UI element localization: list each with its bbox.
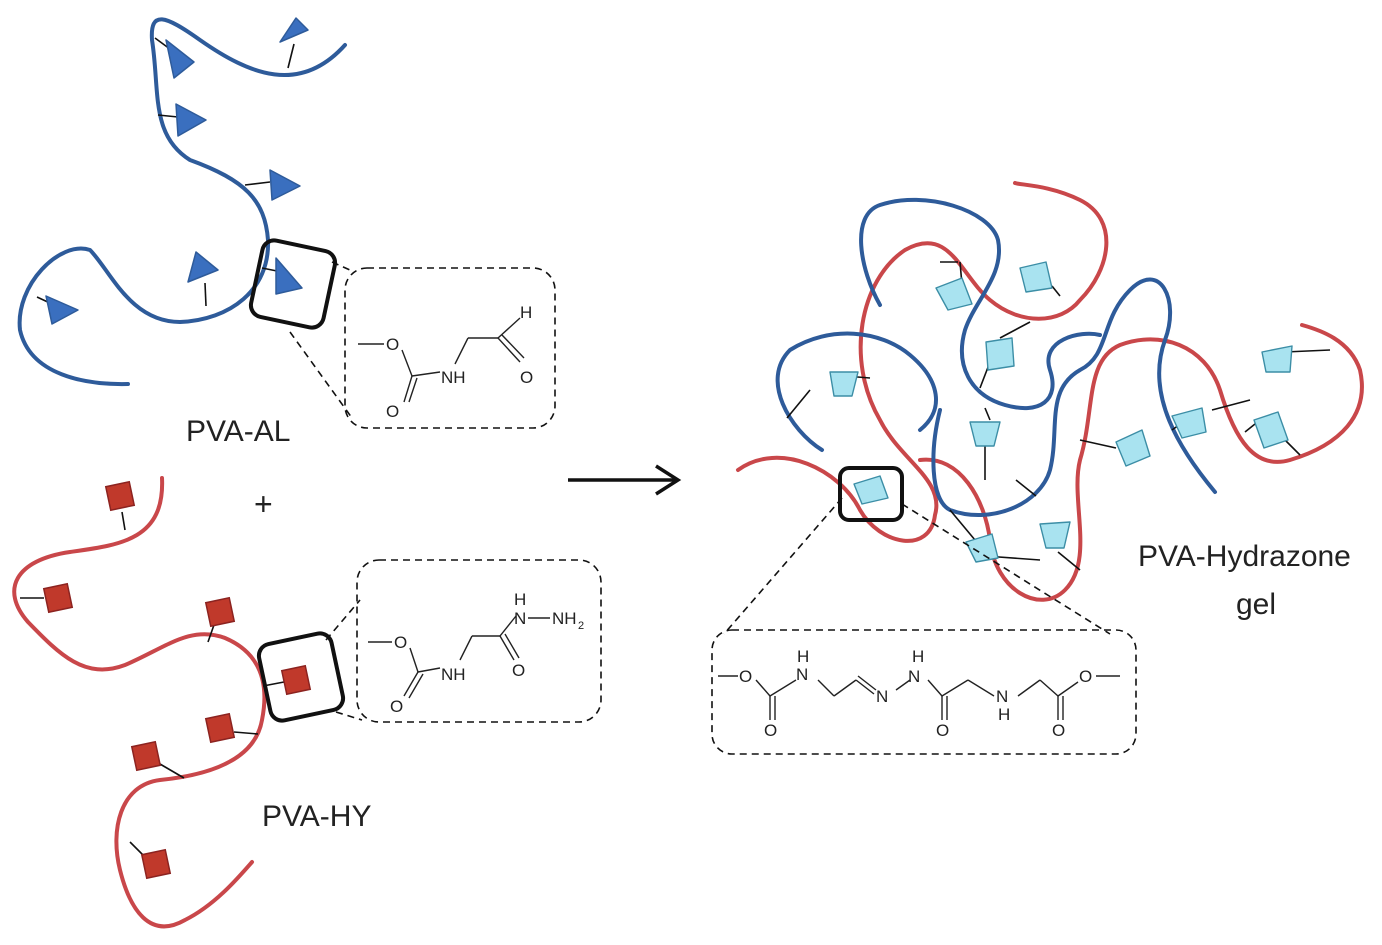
aldehyde-nh: NH <box>441 368 466 387</box>
pva-hy-label: PVA-HY <box>262 800 372 833</box>
pva-hy-polymer <box>12 476 346 929</box>
aldehyde-marker <box>275 257 303 295</box>
aldehyde-marker <box>45 295 79 325</box>
hydrazide-marker <box>104 480 136 512</box>
hydrazone-marker <box>853 475 889 505</box>
hydrazone-n3: N <box>908 667 920 686</box>
hydrazone-o4: O <box>1052 721 1065 740</box>
hydrazide-o1: O <box>394 633 407 652</box>
hydrazone-marker <box>965 533 999 563</box>
hydrazide-nh2: NH <box>552 609 577 628</box>
hydrazone-marker <box>935 277 973 311</box>
hydrazone-marker <box>1115 429 1151 467</box>
aldehyde-o1: O <box>386 335 399 354</box>
hydrazone-marker <box>1019 261 1053 293</box>
hydrazide-marker <box>280 664 312 696</box>
hydrazone-marker <box>1253 411 1289 449</box>
aldehyde-marker <box>269 169 301 201</box>
pva-al-chain <box>17 17 347 387</box>
hydrazide-marker <box>42 582 74 614</box>
hydrazone-structure-box <box>711 629 1137 755</box>
hydrazide-structure-box <box>356 559 602 723</box>
hydrazide-structure <box>368 615 550 699</box>
aldehyde-marker <box>175 103 207 137</box>
hydrazone-marker <box>969 421 1001 447</box>
hydrazide-zoom-box <box>256 631 346 723</box>
hydrazone-o5: O <box>1079 667 1092 686</box>
hydrazide-n: N <box>514 609 526 628</box>
hydrazone-o2: O <box>764 721 777 740</box>
aldehyde-o3: O <box>520 368 533 387</box>
hydrazone-n2: N <box>876 687 888 706</box>
hydrazide-nh2-sub: 2 <box>578 620 584 632</box>
hydrazone-o1: O <box>739 667 752 686</box>
hydrazide-o2: O <box>390 697 403 716</box>
aldehyde-marker <box>187 251 219 283</box>
hydrazone-marker <box>1261 345 1293 373</box>
hydrazide-marker <box>204 596 236 628</box>
hydrazide-o3: O <box>512 661 525 680</box>
hydrazone-h3: H <box>998 705 1010 724</box>
hydrazide-marker <box>130 740 162 772</box>
aldehyde-h: H <box>520 303 532 322</box>
aldehyde-structure-box <box>344 267 556 429</box>
aldehyde-o2: O <box>386 402 399 421</box>
hydrazide-marker <box>204 712 236 744</box>
hydrazone-o3: O <box>936 721 949 740</box>
hydrazone-zoom-box <box>838 466 904 522</box>
aldehyde-marker <box>279 17 309 43</box>
hydrazone-n1: N <box>796 665 808 684</box>
hydrazide-h: H <box>514 590 526 609</box>
plus-sign: + <box>254 486 273 522</box>
hydrazone-marker <box>829 371 859 397</box>
hydrazone-marker <box>1171 407 1207 439</box>
hydrazone-marker <box>985 337 1015 371</box>
hydrazone-structure <box>718 675 1120 720</box>
hydrazone-marker <box>1039 521 1071 549</box>
gel-label-line2: gel <box>1236 588 1277 621</box>
gel-label-line1: PVA-Hydrazone <box>1138 540 1351 573</box>
hydrazone-h1: H <box>797 647 809 666</box>
hydrazide-marker <box>140 848 172 880</box>
pva-hy-chain <box>12 476 267 929</box>
reaction-arrow <box>568 464 682 496</box>
hydrazone-nh: N <box>996 687 1008 706</box>
pva-al-polymer <box>17 17 347 387</box>
aldehyde-zoom-box <box>248 238 338 330</box>
aldehyde-marker <box>165 39 195 79</box>
hydrazone-h2: H <box>912 647 924 666</box>
aldehyde-structure <box>358 317 525 403</box>
hydrazide-nh: NH <box>441 665 466 684</box>
pva-al-label: PVA-AL <box>186 415 291 448</box>
